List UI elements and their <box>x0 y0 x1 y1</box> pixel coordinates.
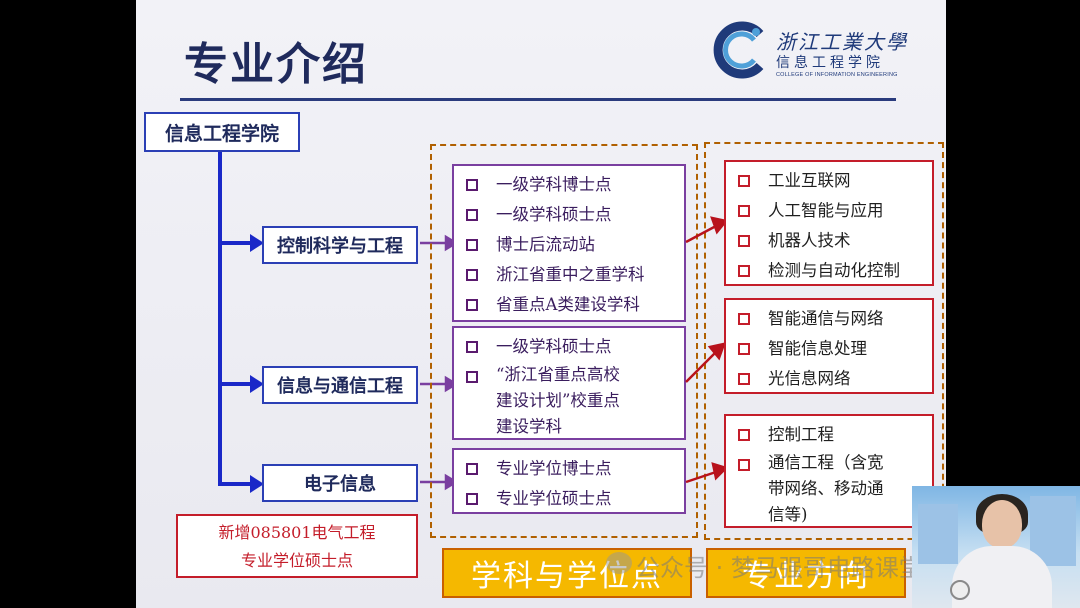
checkbox-icon <box>466 493 478 505</box>
list-item: 专业学位博士点 <box>464 454 674 484</box>
channel-watermark: 公众号 · 梦马强哥电路课堂 <box>636 554 923 582</box>
wechat-icon <box>606 552 632 574</box>
list-item: 一级学科硕士点 <box>464 200 674 230</box>
left-letterbox <box>0 0 136 608</box>
specialty-direction-group <box>704 142 944 540</box>
category-info-communication: 信息与通信工程 <box>262 366 418 404</box>
checkbox-icon <box>738 459 750 471</box>
list-item: 工业互联网 <box>736 166 922 196</box>
branch-line-1 <box>218 241 254 245</box>
checkbox-icon <box>738 235 750 247</box>
list-item: 专业学位硕士点 <box>464 484 674 514</box>
logo-college-english: COLLEGE OF INFORMATION ENGINEERING <box>776 72 898 78</box>
checkbox-icon <box>738 373 750 385</box>
branch-arrow-3-icon <box>250 475 264 493</box>
title-divider <box>180 98 896 101</box>
directions-box-control: 工业互联网 人工智能与应用 机器人技术 检测与自动化控制 <box>724 160 934 286</box>
slide-title: 专业介绍 <box>184 39 368 90</box>
list-item: 一级学科博士点 <box>464 170 674 200</box>
presenter-body <box>952 546 1052 608</box>
checkbox-icon <box>738 265 750 277</box>
checkbox-icon <box>738 175 750 187</box>
feature-to-direction-arrows <box>685 216 728 484</box>
features-box-communication: 一级学科硕士点 “浙江省重点高校 建设计划”校重点 建设学科 <box>452 326 686 440</box>
checkbox-icon <box>738 429 750 441</box>
features-box-control: 一级学科博士点 一级学科硕士点 博士后流动站 浙江省重中之重学科 省重点A类建设… <box>452 164 686 322</box>
list-item: 省重点A类建设学科 <box>464 290 674 320</box>
list-item: 博士后流动站 <box>464 230 674 260</box>
new-program-note: 新增085801电气工程 专业学位硕士点 <box>176 514 418 578</box>
list-item: 一级学科硕士点 <box>464 332 674 362</box>
branch-line-3 <box>218 482 254 486</box>
list-item: 智能通信与网络 <box>736 304 922 334</box>
checkbox-icon <box>738 313 750 325</box>
list-item: 通信工程（含宽 带网络、移动通 信等) <box>736 450 922 528</box>
background-building <box>918 504 958 564</box>
school-emblem-icon <box>950 580 970 600</box>
list-item: 智能信息处理 <box>736 334 922 364</box>
logo-college-name: 信息工程学院 <box>776 55 884 71</box>
subject-degree-group <box>430 144 698 538</box>
checkbox-icon <box>738 205 750 217</box>
logo-university-name: 浙江工業大學 <box>776 30 908 54</box>
list-item: 机器人技术 <box>736 226 922 256</box>
category-electronic-info: 电子信息 <box>262 464 418 502</box>
checkbox-icon <box>466 341 478 353</box>
presenter-webcam <box>912 486 1080 608</box>
tree-trunk-line <box>218 152 222 484</box>
category-to-feature-arrows <box>420 234 458 491</box>
checkbox-icon <box>466 239 478 251</box>
list-item: 浙江省重中之重学科 <box>464 260 674 290</box>
checkbox-icon <box>466 269 478 281</box>
checkbox-icon <box>466 371 478 383</box>
checkbox-icon <box>466 299 478 311</box>
directions-box-electronic: 控制工程 通信工程（含宽 带网络、移动通 信等) <box>724 414 934 528</box>
list-item: 光信息网络 <box>736 364 922 394</box>
checkbox-icon <box>466 209 478 221</box>
branch-arrow-1-icon <box>250 234 264 252</box>
directions-box-communication: 智能通信与网络 智能信息处理 光信息网络 <box>724 298 934 394</box>
branch-line-2 <box>218 382 254 386</box>
category-control-science: 控制科学与工程 <box>262 226 418 264</box>
checkbox-icon <box>738 343 750 355</box>
root-college-box: 信息工程学院 <box>144 112 300 152</box>
features-box-electronic: 专业学位博士点 专业学位硕士点 <box>452 448 686 514</box>
list-item: 控制工程 <box>736 420 922 450</box>
specialty-direction-tag: 专业方向 <box>706 548 906 598</box>
branch-arrow-2-icon <box>250 375 264 393</box>
list-item: 检测与自动化控制 <box>736 256 922 286</box>
checkbox-icon <box>466 463 478 475</box>
checkbox-icon <box>466 179 478 191</box>
list-item: 人工智能与应用 <box>736 196 922 226</box>
university-logo-icon <box>713 21 764 79</box>
presentation-slide: 专业介绍 浙江工業大學 信息工程学院 COLLEGE OF INFORMATIO… <box>136 0 946 608</box>
presenter-face <box>982 500 1022 548</box>
list-item: “浙江省重点高校 建设计划”校重点 建设学科 <box>464 362 674 440</box>
